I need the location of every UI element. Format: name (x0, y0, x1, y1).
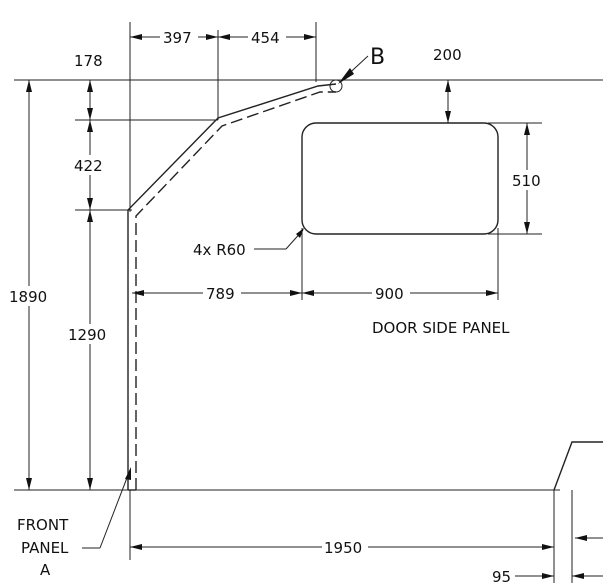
front-panel-label-line2: PANEL (21, 539, 69, 557)
right-edge-shape (553, 441, 603, 491)
dim-95: 95 (492, 568, 511, 583)
radius-note: 4x R60 (193, 241, 246, 259)
extension-lines (14, 22, 603, 583)
detail-b-label: B (370, 45, 385, 70)
dim-900: 900 (375, 285, 404, 303)
dim-789: 789 (206, 285, 235, 303)
panel-outline (127, 83, 337, 491)
dim-454: 454 (251, 29, 280, 47)
front-panel-label-line1: FRONT (17, 516, 69, 534)
dimension-lines (26, 34, 603, 579)
dim-200: 200 (433, 46, 462, 64)
labels: 4x R60 DOOR SIDE PANEL FRONT PANEL A (17, 241, 510, 579)
dim-1290: 1290 (68, 326, 106, 344)
dim-397: 397 (163, 29, 192, 47)
leader-lines (82, 228, 304, 549)
dim-1950: 1950 (324, 539, 362, 557)
door-side-panel-label: DOOR SIDE PANEL (372, 319, 510, 337)
dim-178: 178 (74, 52, 103, 70)
front-panel-label-line3: A (40, 561, 51, 579)
window-cutout (301, 122, 499, 235)
dim-510: 510 (512, 172, 541, 190)
dimension-texts: 397 454 178 422 1290 1890 200 510 789 90… (7, 28, 546, 583)
dim-422: 422 (74, 157, 103, 175)
detail-b-marker: B (329, 45, 385, 93)
dim-1890: 1890 (9, 288, 47, 306)
